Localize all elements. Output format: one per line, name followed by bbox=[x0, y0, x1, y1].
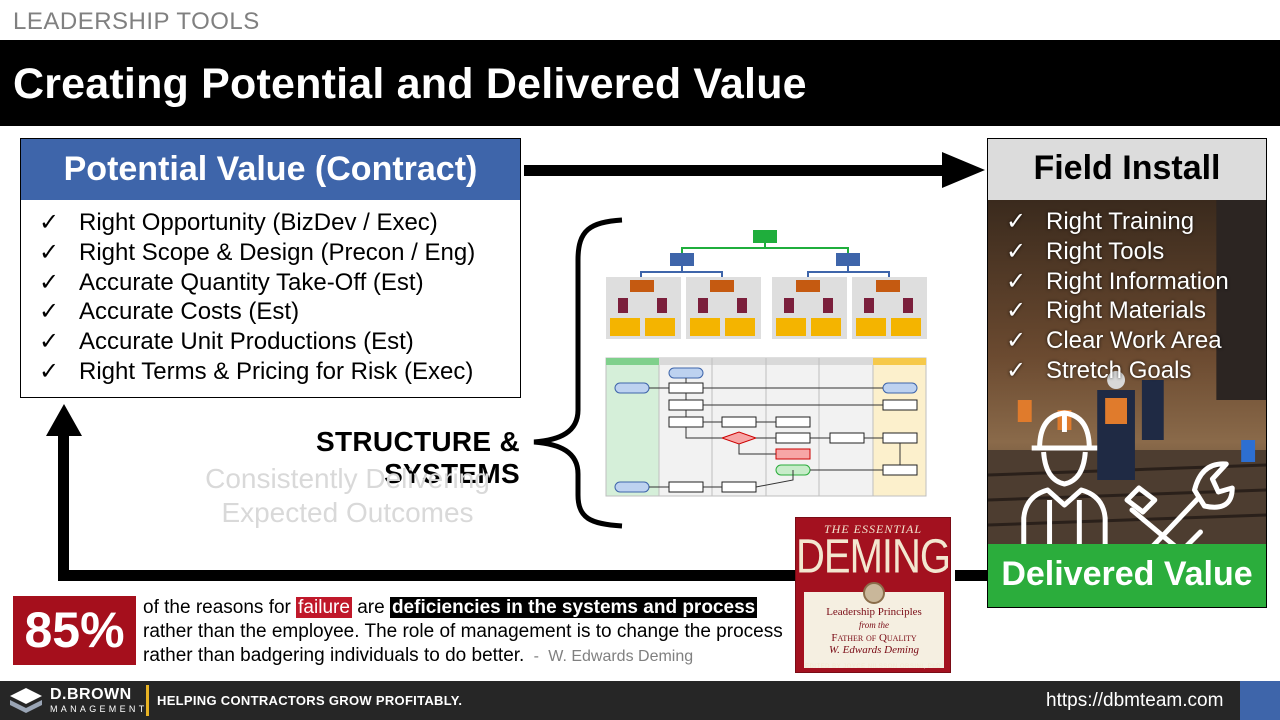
delivered-value-label: Delivered Value bbox=[988, 544, 1266, 607]
footer-tagline: HELPING CONTRACTORS GROW PROFITABLY. bbox=[157, 693, 463, 708]
logo-name: D.BROWN bbox=[50, 686, 132, 703]
list-item: ✓Clear Work Area bbox=[1006, 327, 1222, 355]
check-icon: ✓ bbox=[1006, 267, 1027, 295]
list-item: ✓Accurate Unit Productions (Est) bbox=[39, 328, 414, 356]
field-install-box: Field Install bbox=[987, 138, 1267, 608]
check-icon: ✓ bbox=[39, 298, 60, 326]
potential-value-box: Potential Value (Contract) ✓Right Opport… bbox=[20, 138, 521, 398]
potential-value-list: ✓Right Opportunity (BizDev / Exec) ✓Righ… bbox=[21, 200, 520, 387]
check-icon: ✓ bbox=[39, 238, 60, 266]
structure-systems-heading: STRUCTURE & SYSTEMS bbox=[316, 426, 520, 489]
list-item: ✓Right Scope & Design (Precon / Eng) bbox=[39, 238, 476, 266]
highlight-failure: failure bbox=[296, 597, 352, 618]
list-item: ✓Stretch Goals bbox=[1006, 356, 1192, 384]
arrow-right-icon bbox=[524, 152, 985, 188]
logo-subtitle: MANAGEMENT bbox=[50, 704, 148, 714]
footer-url-link[interactable]: https://dbmteam.com bbox=[1046, 690, 1224, 711]
check-icon: ✓ bbox=[1006, 237, 1027, 265]
potential-value-heading: Potential Value (Contract) bbox=[21, 139, 520, 200]
list-item: ✓Right Tools bbox=[1006, 237, 1165, 265]
list-item: ✓Right Information bbox=[1006, 267, 1229, 295]
check-icon: ✓ bbox=[1006, 208, 1027, 235]
percent-badge: 85% bbox=[13, 596, 136, 665]
list-item: ✓Right Materials bbox=[1006, 297, 1207, 325]
check-icon: ✓ bbox=[1006, 327, 1027, 355]
list-item: ✓Right Training bbox=[1006, 208, 1195, 235]
structure-systems-subtitle: Consistently Delivering Expected Outcome… bbox=[205, 463, 490, 528]
arrow-loop-icon bbox=[46, 404, 987, 581]
footer-corner-accent bbox=[1240, 681, 1280, 720]
curly-brace-icon bbox=[533, 217, 623, 529]
worker-hardhat-icon bbox=[1021, 410, 1108, 546]
railway-workers-photo bbox=[988, 200, 1266, 546]
field-install-list: ✓Right Training ✓Right Tools ✓Right Info… bbox=[1006, 207, 1229, 386]
field-install-heading: Field Install bbox=[988, 139, 1266, 200]
dbm-logo-icon bbox=[10, 688, 42, 713]
check-icon: ✓ bbox=[39, 328, 60, 356]
footer-bar: D.BROWN MANAGEMENT HELPING CONTRACTORS G… bbox=[0, 681, 1280, 720]
check-icon: ✓ bbox=[39, 357, 60, 385]
check-icon: ✓ bbox=[1006, 297, 1027, 325]
highlight-deficiencies: deficiencies in the systems and process bbox=[389, 597, 758, 618]
check-icon: ✓ bbox=[39, 268, 60, 296]
org-chart-diagram bbox=[606, 230, 927, 339]
list-item: ✓Right Terms & Pricing for Risk (Exec) bbox=[39, 357, 474, 385]
wrench-screwdriver-icon bbox=[1124, 461, 1235, 546]
logo-divider bbox=[146, 685, 149, 716]
portrait-seal-icon bbox=[863, 582, 885, 604]
book-cover-image: THE ESSENTIAL DEMING Leadership Principl… bbox=[795, 517, 951, 673]
signature: W. Edwards Deming bbox=[829, 644, 919, 656]
section-kicker: LEADERSHIP TOOLS bbox=[13, 8, 260, 35]
check-icon: ✓ bbox=[1006, 356, 1027, 384]
quote-author: W. Edwards Deming bbox=[548, 648, 694, 665]
check-icon: ✓ bbox=[39, 209, 60, 236]
list-item: ✓Accurate Costs (Est) bbox=[39, 298, 300, 326]
list-item: ✓Right Opportunity (BizDev / Exec) bbox=[39, 209, 438, 236]
process-flowchart-diagram bbox=[605, 357, 927, 497]
book-cover-panel: Leadership Principles from the Father of… bbox=[804, 582, 944, 668]
title-bar: Creating Potential and Delivered Value bbox=[0, 40, 1280, 126]
page-title: Creating Potential and Delivered Value bbox=[13, 60, 807, 108]
list-item: ✓Accurate Quantity Take-Off (Est) bbox=[39, 268, 424, 296]
deming-quote: of the reasons for failure are deficienc… bbox=[143, 597, 783, 666]
